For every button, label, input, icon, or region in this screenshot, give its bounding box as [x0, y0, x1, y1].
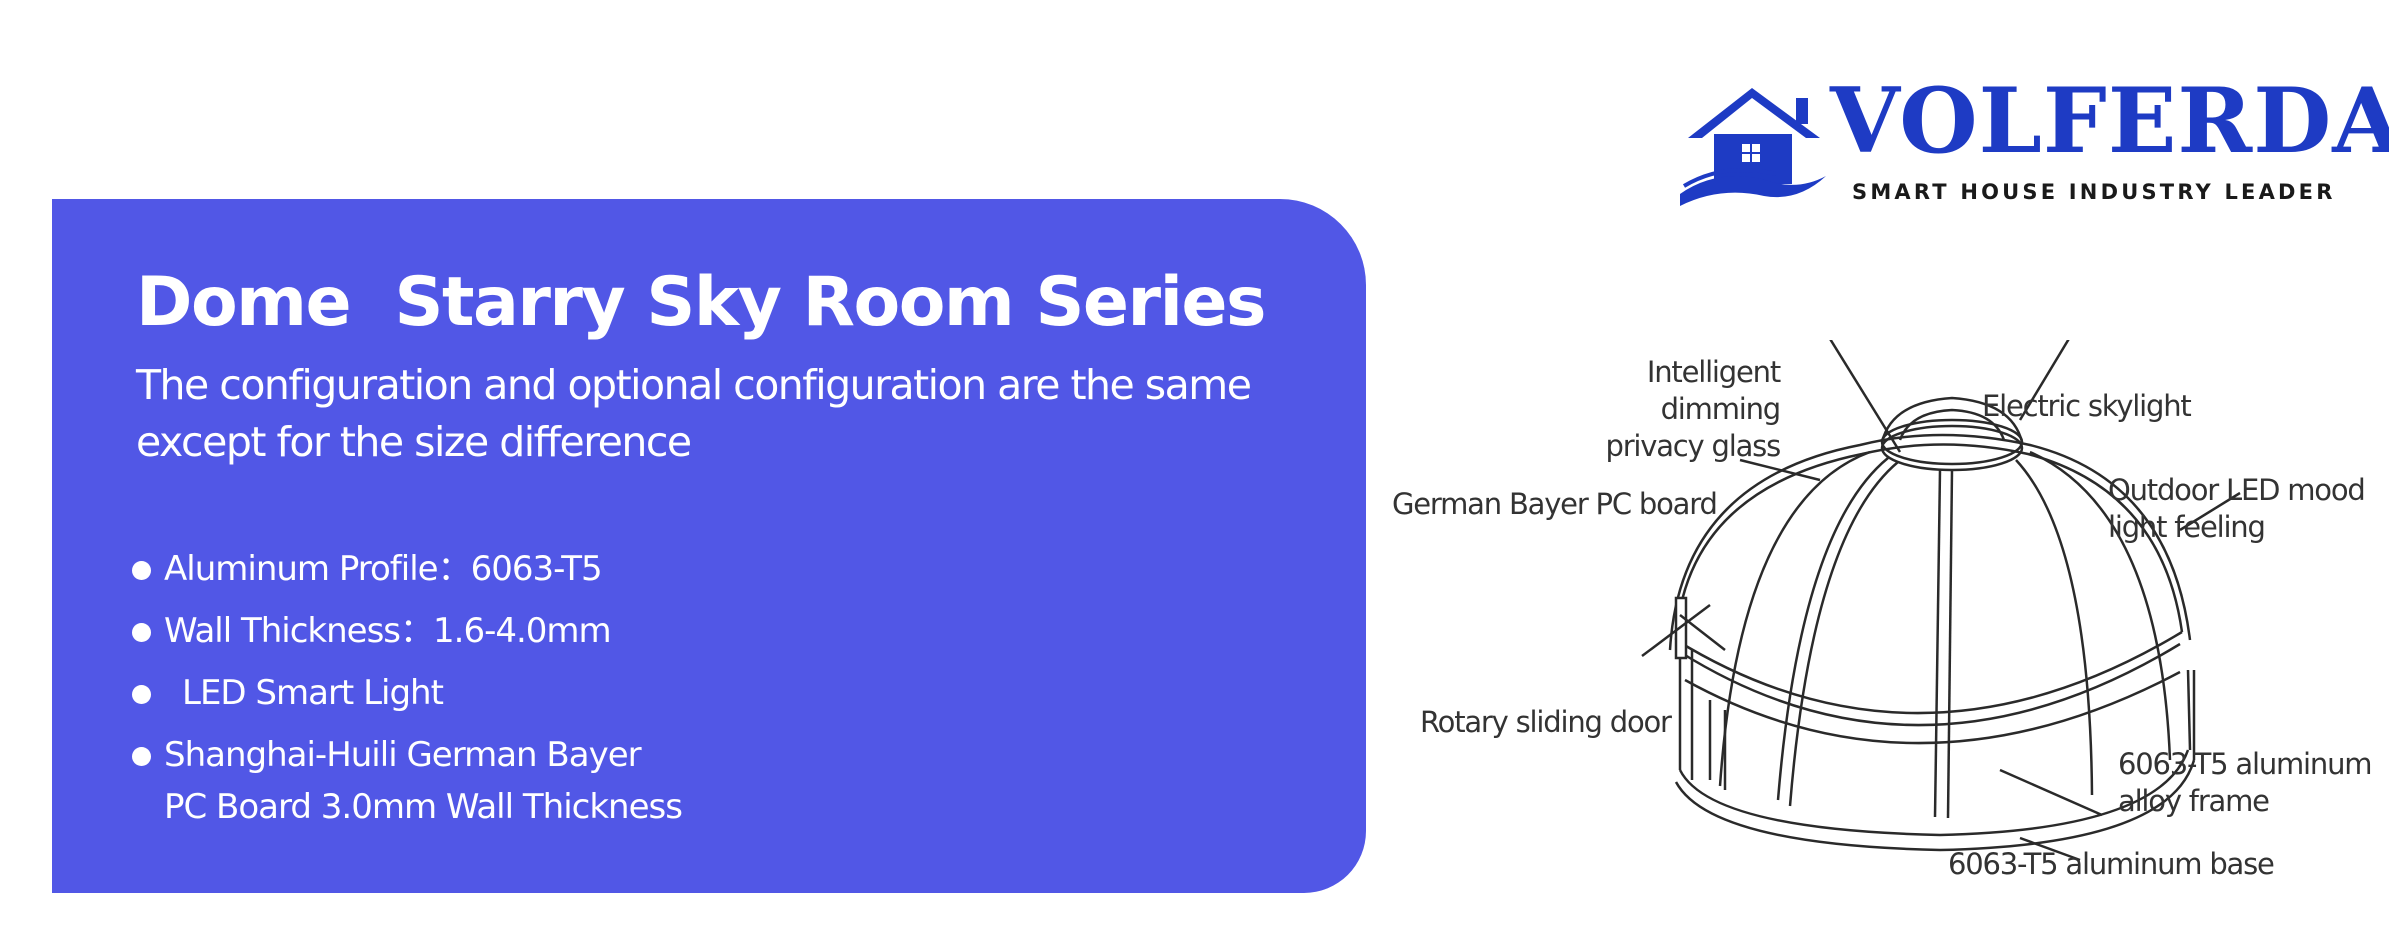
feature-list: Aluminum Profile：6063-T5 Wall Thickness：…: [132, 543, 683, 843]
bullet-icon: [132, 685, 151, 704]
brand-name: VOLFERDA: [1830, 68, 2389, 174]
series-subtitle: The configuration and optional configura…: [136, 361, 1252, 466]
label-aluminum-base: 6063-T5 aluminum base: [1948, 847, 2275, 881]
brand-logo: VOLFERDA SMART HOUSE INDUSTRY LEADER: [1680, 76, 2389, 212]
feature-item: Wall Thickness：1.6-4.0mm: [132, 605, 682, 657]
feature-item: LED Smart Light: [132, 667, 682, 719]
bullet-icon: [132, 747, 151, 766]
label-pc-board: German Bayer PC board: [1392, 487, 1718, 521]
feature-item: Aluminum Profile：6063-T5: [132, 543, 682, 595]
label-alloy-frame: 6063-T5 aluminum alloy frame: [2118, 747, 2373, 818]
info-panel: Dome Starry Sky Room Series The configur…: [52, 199, 1366, 893]
bullet-icon: [132, 561, 151, 580]
label-led-mood-light: Outdoor LED mood light feeling: [2108, 473, 2366, 544]
dome-illustration: [1641, 340, 2241, 862]
series-title: Dome Starry Sky Room Series: [136, 263, 1266, 342]
house-logo-icon: [1680, 88, 1826, 206]
brand-tagline: SMART HOUSE INDUSTRY LEADER: [1852, 180, 2336, 204]
label-rotary-door: Rotary sliding door: [1420, 705, 1672, 739]
bullet-icon: [132, 623, 151, 642]
feature-item: Shanghai-Huili German Bayer PC Board 3.0…: [132, 729, 683, 833]
label-electric-skylight: Electric skylight: [1982, 389, 2192, 423]
label-dimming-glass: Intelligent dimming privacy glass: [1605, 355, 1781, 463]
dome-diagram: Intelligent dimming privacy glass Electr…: [1380, 340, 2380, 900]
